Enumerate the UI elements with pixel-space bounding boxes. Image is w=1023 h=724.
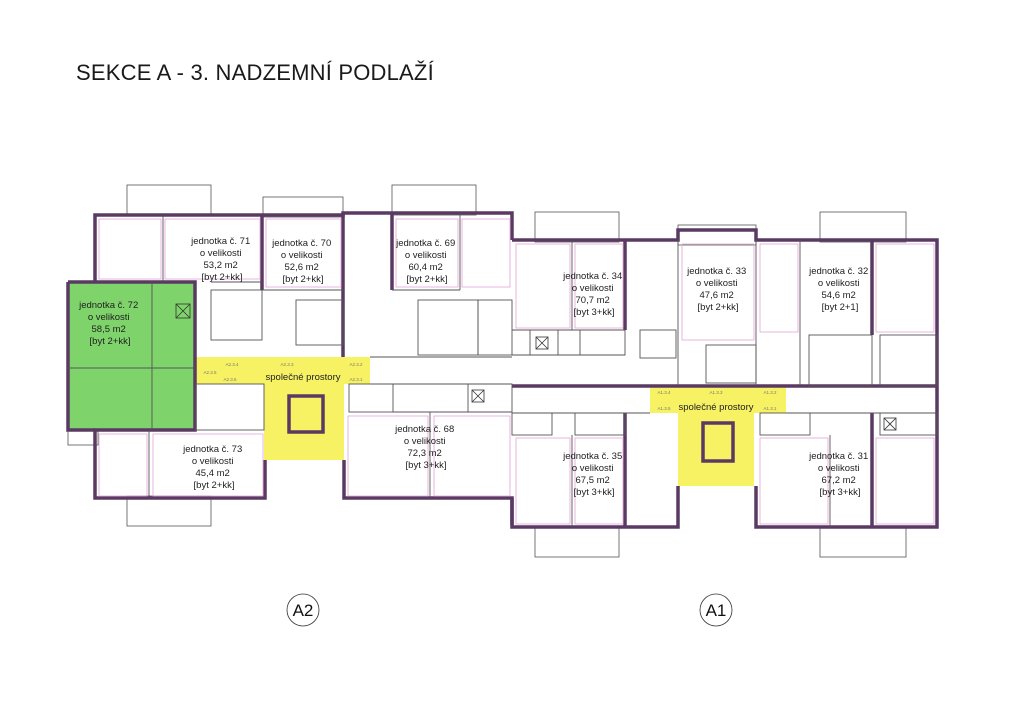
room-code: A1.3.1 xyxy=(763,406,777,411)
room-code: A1.3.4 xyxy=(657,390,671,395)
section-label: A2 xyxy=(293,601,314,620)
balcony xyxy=(819,526,907,558)
shaft-markers xyxy=(175,303,897,431)
room-code: A2.3.5 xyxy=(203,370,217,375)
balcony xyxy=(262,196,344,218)
room-code: A2.3.3 xyxy=(280,362,294,367)
unit-32-label: jednotka č. 32 o velikosti 54,6 m2 [byt … xyxy=(808,266,871,313)
unit-69-label: jednotka č. 69 o velikosti 60,4 m2 [byt … xyxy=(395,238,458,285)
unit-72-fill xyxy=(68,282,195,430)
unit-72-label: jednotka č. 72 o velikosti 58,5 m2 [byt … xyxy=(78,300,141,347)
section-label: A1 xyxy=(706,601,727,620)
section-marker-a2: A2 xyxy=(286,593,320,627)
balcony xyxy=(391,184,477,216)
room-code: A1.3.3 xyxy=(709,390,723,395)
section-circle xyxy=(699,593,733,627)
room-code: A2.3.1 xyxy=(349,377,363,382)
room-code: A2.3.6 xyxy=(223,377,237,382)
unit-68-label: jednotka č. 68 o velikosti 72,3 m2 [byt … xyxy=(394,424,457,471)
balconies xyxy=(67,184,907,558)
unit-labels: jednotka č. 71 o velikosti 53,2 m2 [byt … xyxy=(78,236,871,498)
balcony xyxy=(534,211,620,243)
balcony xyxy=(126,184,212,216)
balcony xyxy=(534,526,620,558)
section-marker-a1: A1 xyxy=(699,593,733,627)
room-outlines xyxy=(98,218,935,525)
common-area-a2-label: společné prostory xyxy=(266,372,341,383)
common-areas-fill xyxy=(196,357,786,486)
unit-34-label: jednotka č. 34 o velikosti 70,7 m2 [byt … xyxy=(562,271,625,318)
section-circle xyxy=(286,593,320,627)
unit-35-label: jednotka č. 35 o velikosti 67,5 m2 [byt … xyxy=(562,451,625,498)
room-code: A2.3.4 xyxy=(225,362,239,367)
unit-33-label: jednotka č. 33 o velikosti 47,6 m2 [byt … xyxy=(686,266,749,313)
unit-70-label: jednotka č. 70 o velikosti 52,6 m2 [byt … xyxy=(271,238,334,285)
unit-71-label: jednotka č. 71 o velikosti 53,2 m2 [byt … xyxy=(190,236,253,283)
page-title: SEKCE A - 3. NADZEMNÍ PODLAŽÍ xyxy=(76,60,434,85)
unit-73-label: jednotka č. 73 o velikosti 45,4 m2 [byt … xyxy=(182,444,245,491)
room-code: A1.3.5 xyxy=(657,406,671,411)
room-code: A2.3.2 xyxy=(349,362,363,367)
common-area-a1-label: společné prostory xyxy=(679,402,754,413)
unit-31-label: jednotka č. 31 o velikosti 67,2 m2 [byt … xyxy=(808,451,871,498)
balcony xyxy=(819,211,907,243)
room-code: A1.3.2 xyxy=(763,390,777,395)
balcony xyxy=(677,224,757,246)
room-codes: A2.3.4 A2.3.3 A2.3.2 A2.3.5 A2.3.6 A2.3.… xyxy=(203,362,777,411)
balcony xyxy=(126,495,212,527)
interior-walls xyxy=(68,215,938,527)
